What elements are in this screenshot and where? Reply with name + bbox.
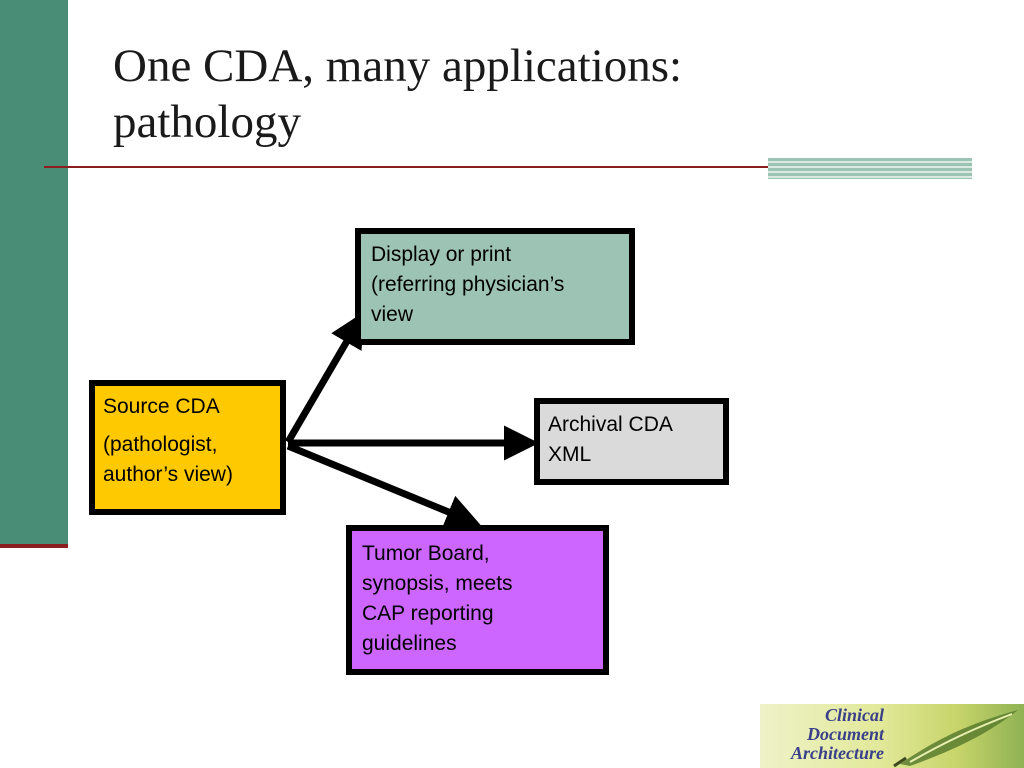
quill-pen-icon [893,710,1018,768]
tumor-node-line-2: synopsis, meets [362,572,513,595]
display-node-line-3: view [371,303,414,326]
tumor-node-line-4: guidelines [362,632,457,655]
logo-text: Clinical Document Architecture [766,706,884,763]
title-line-1: One CDA, many applications: [113,40,683,92]
tumor-node-line-1: Tumor Board, [362,542,490,565]
slide-title: One CDA, many applications: pathology [113,38,873,150]
cda-logo: Clinical Document Architecture [760,704,1024,768]
title-accent-stripes [768,158,972,179]
archival-node-line-2: XML [548,443,592,466]
title-line-2: pathology [113,96,301,148]
source-node: Source CDA (pathologist, author’s view) [89,380,286,515]
logo-line-2: Document [806,724,884,744]
archival-node-line-1: Archival CDA [548,413,673,436]
title-divider [44,166,972,168]
left-accent-bar [0,0,68,548]
tumor-board-node: Tumor Board, synopsis, meets CAP reporti… [346,525,609,675]
arrow-to-tumor [286,442,481,529]
display-node: Display or print (referring physician’s … [355,228,635,345]
logo-line-3: Architecture [791,743,884,763]
logo-line-1: Clinical [824,705,884,725]
display-node-line-1: Display or print [371,243,512,266]
source-node-line-2: (pathologist, [103,433,218,456]
archival-node: Archival CDA XML [534,398,729,485]
left-bar-rule [0,544,68,548]
arrow-to-display [284,311,365,444]
source-node-line-3: author’s view) [103,463,233,486]
display-node-line-2: (referring physician’s [371,273,565,296]
source-node-line-1: Source CDA [103,395,220,418]
tumor-node-line-3: CAP reporting [362,602,494,625]
